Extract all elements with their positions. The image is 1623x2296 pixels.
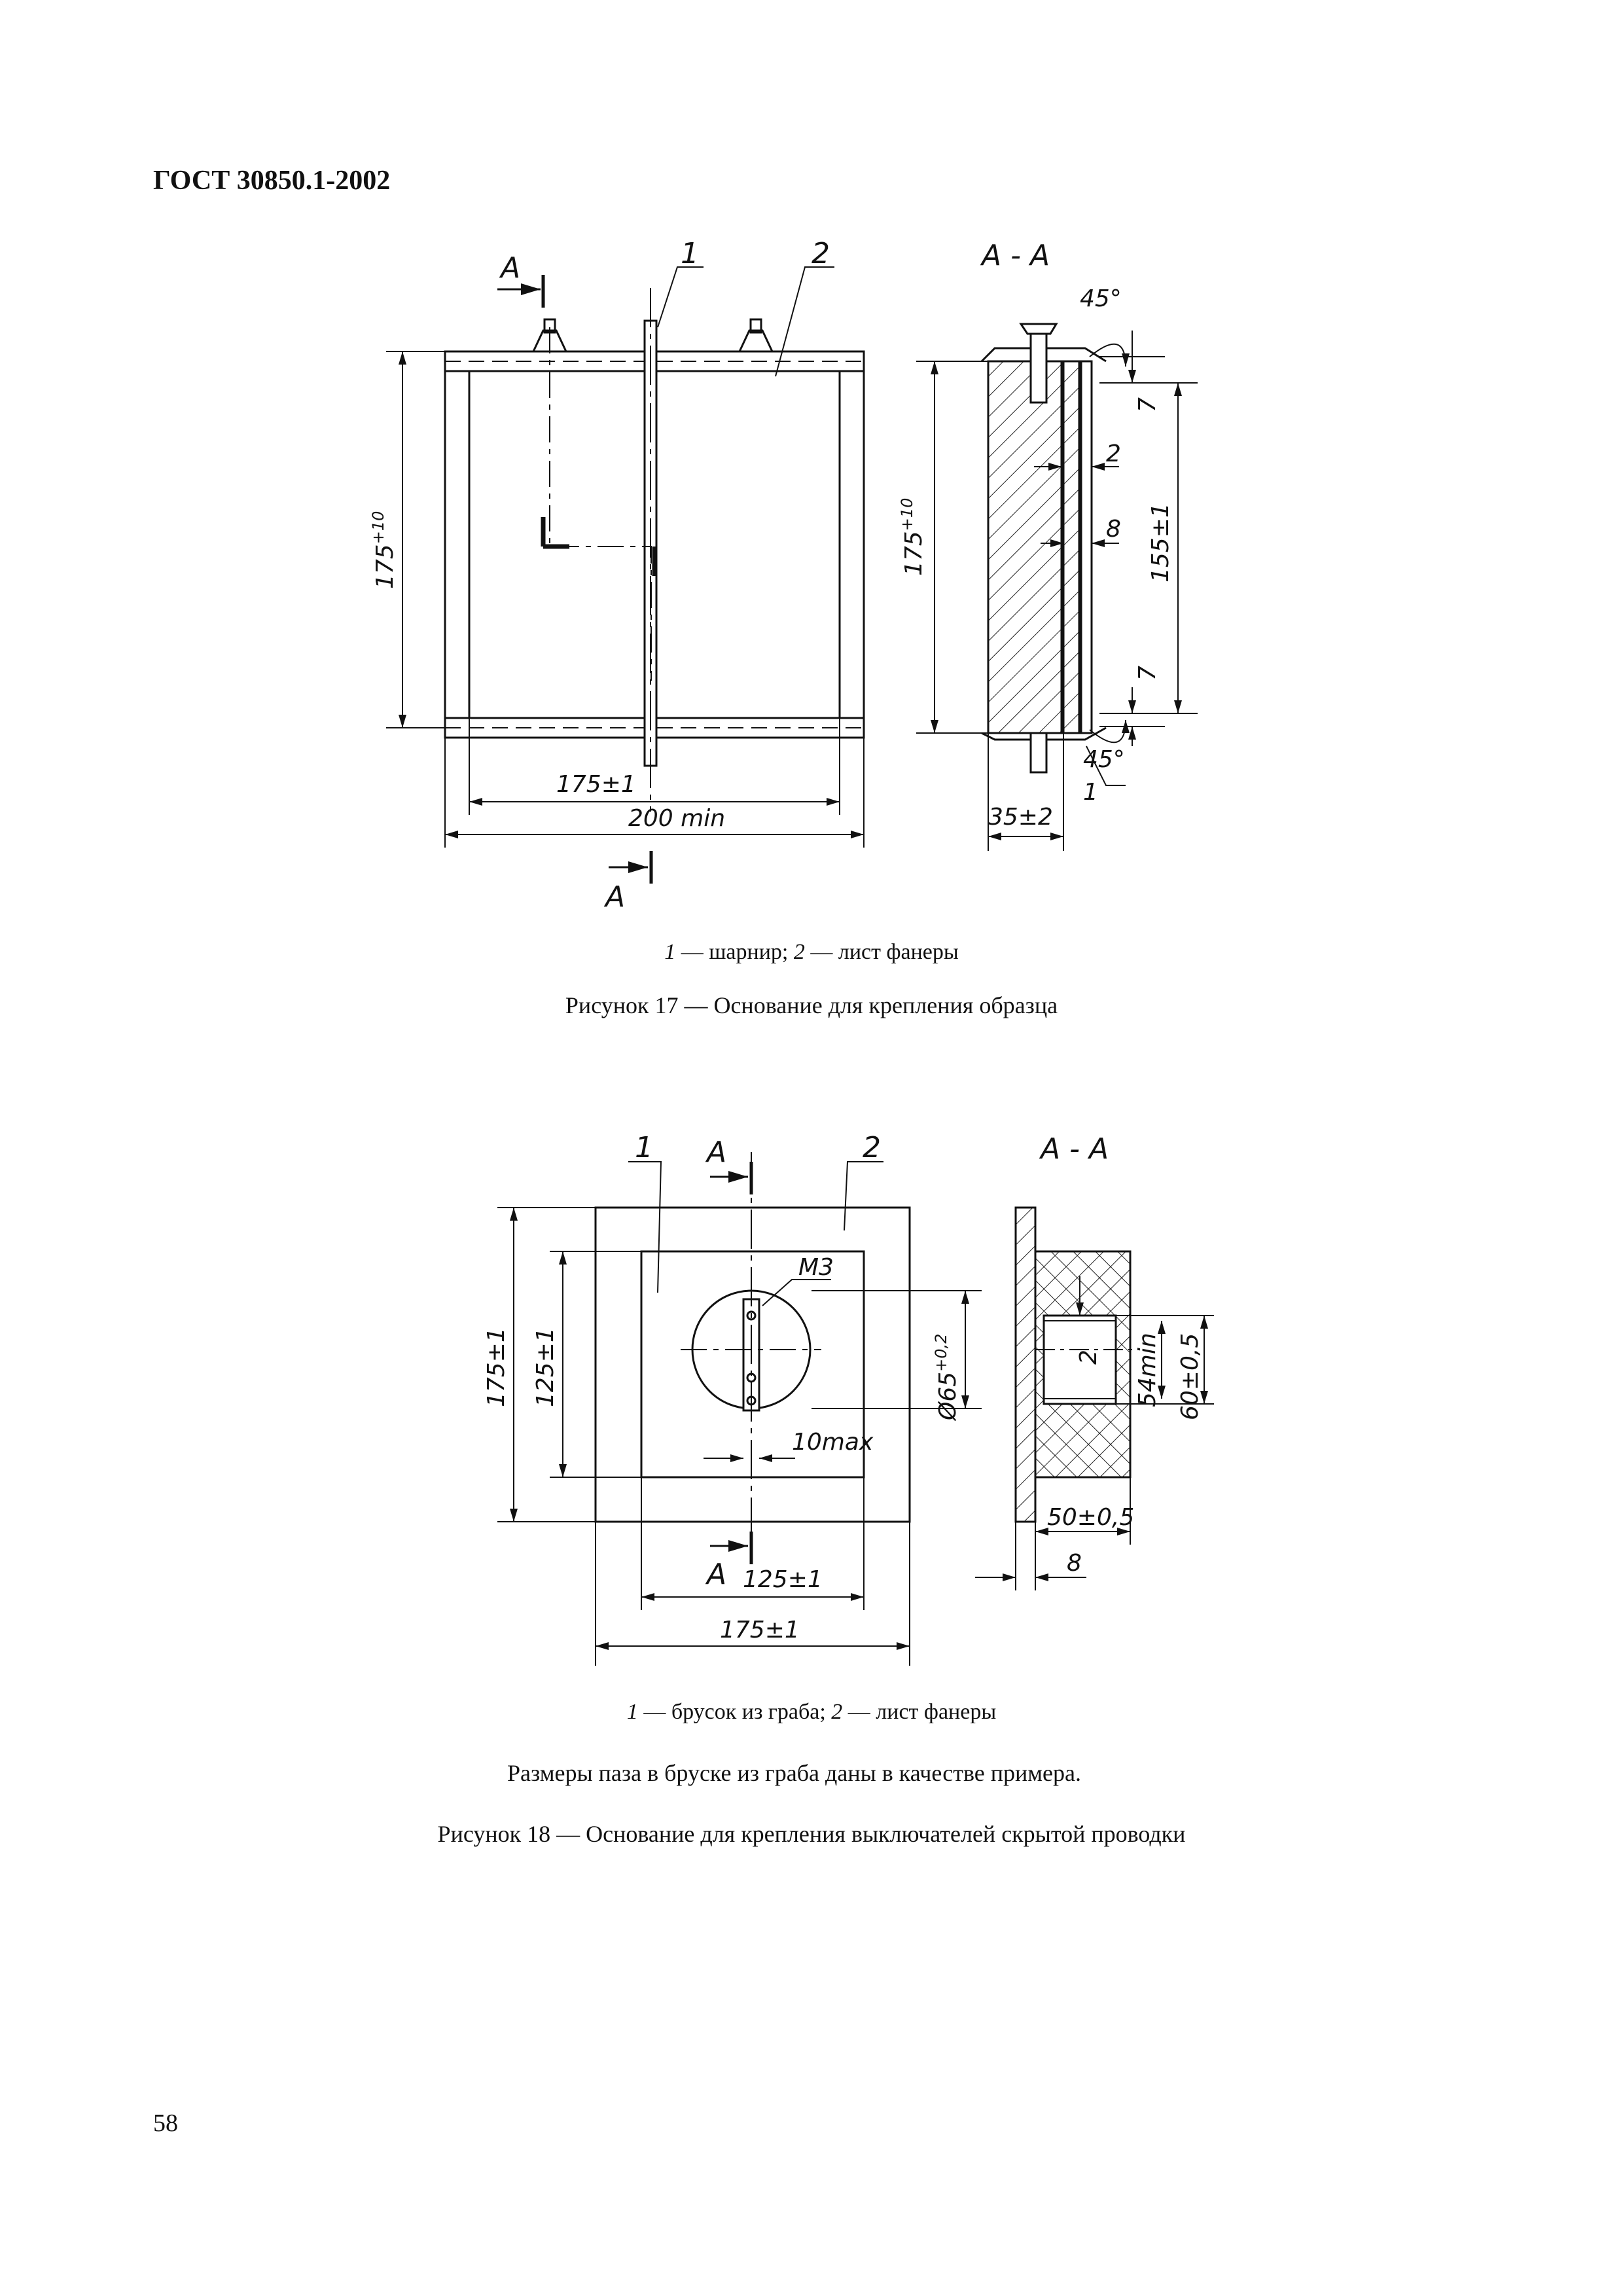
fig18-dim-diameter: Ø65+0,2 xyxy=(932,1334,961,1422)
fig18-dim-outer-height: 175±1 xyxy=(483,1327,510,1407)
fig17-section-label-bottom: А xyxy=(603,880,625,914)
fig18-dim-inner-width: 125±1 xyxy=(743,1566,823,1593)
figure17-section-view xyxy=(980,323,1107,774)
fig18-dim-groove-min: 54min xyxy=(1134,1333,1161,1407)
fig17-section-dim-lines xyxy=(916,331,1198,851)
fig17-front-dim-lines xyxy=(386,351,865,848)
fig17-callout-2: 2 xyxy=(812,237,830,270)
fig18-dim-max-gap: 10max xyxy=(792,1429,874,1456)
fig17-dim-bar: 8 xyxy=(1106,516,1121,543)
fig18-callout-2: 2 xyxy=(863,1131,881,1164)
fig18-dim-groove-depth: 2 xyxy=(1075,1350,1102,1365)
fig17-dim-callout-1: 1 xyxy=(1083,779,1098,806)
fig17-dim-angle-bottom: 45° xyxy=(1083,746,1125,773)
fig17-dim-inner-height: 155±1 xyxy=(1147,503,1174,583)
fig17-dim-inner-width: 175±1 xyxy=(556,771,636,798)
document-header: ГОСТ 30850.1-2002 xyxy=(153,166,391,196)
figure18-legend: 1 — брусок из граба; 2 — лист фанеры xyxy=(626,1700,997,1724)
fig17-dim-depth: 35±2 xyxy=(988,804,1053,831)
fig18-dim-sheet: 8 xyxy=(1067,1550,1082,1577)
fig17-dim-outer-width: 200 min xyxy=(628,805,725,832)
fig17-dim-height: 175+10 xyxy=(369,511,399,589)
fig17-section-label-top: А xyxy=(499,251,520,285)
figure18-note: Размеры паза в бруске из граба даны в ка… xyxy=(507,1760,1081,1786)
fig18-section-dim-lines xyxy=(975,1276,1214,1590)
figure18-front-view xyxy=(594,1152,911,1551)
fig18-front-dim-lines xyxy=(497,1207,982,1666)
page-number: 58 xyxy=(153,2109,178,2137)
fig18-dim-thread: М3 xyxy=(798,1254,834,1281)
fig18-section-label-bottom: А xyxy=(705,1558,726,1591)
fig18-callout-leaders xyxy=(628,1161,883,1306)
figure18-caption: Рисунок 18 — Основание для крепления вык… xyxy=(437,1821,1186,1847)
fig18-callout-1: 1 xyxy=(635,1131,653,1164)
fig18-dim-inner-height: 125±1 xyxy=(532,1327,559,1407)
fig17-dim-sheet: 2 xyxy=(1106,440,1121,467)
figure17-legend: 1 — шарнир; 2 — лист фанеры xyxy=(664,940,959,964)
figure18-section-view xyxy=(1014,1206,1139,1523)
fig18-dim-outer-width: 175±1 xyxy=(720,1617,800,1643)
fig17-dim-gap-bottom: 7 xyxy=(1134,666,1161,681)
figure18-section-markers xyxy=(710,1162,753,1564)
figure17-caption: Рисунок 17 — Основание для крепления обр… xyxy=(565,992,1058,1018)
fig18-dim-block-depth: 50±0,5 xyxy=(1047,1504,1134,1531)
fig17-callout-leaders xyxy=(657,266,834,377)
fig18-section-title: А - А xyxy=(1039,1132,1109,1166)
figure17-front-view xyxy=(444,288,865,812)
fig17-section-title: А - А xyxy=(980,239,1050,272)
fig17-callout-1: 1 xyxy=(681,237,699,270)
fig17-section-dim-height: 175+10 xyxy=(898,498,927,576)
fig17-dim-gap-top: 7 xyxy=(1134,397,1161,412)
fig18-dim-groove-height: 60±0,5 xyxy=(1177,1333,1204,1420)
fig17-dim-angle-top: 45° xyxy=(1080,285,1122,312)
figure17-section-markers xyxy=(497,275,653,884)
fig18-section-label-top: А xyxy=(705,1136,726,1169)
